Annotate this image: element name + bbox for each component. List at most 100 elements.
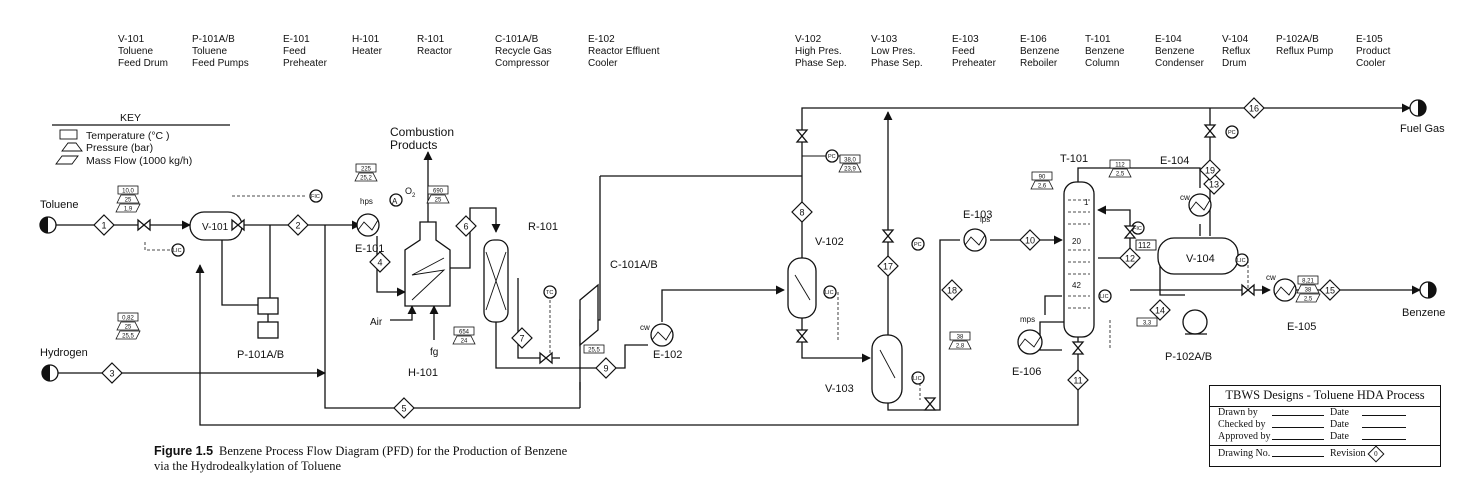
flag-shape: [452, 335, 476, 345]
stream-15-diamond: 15: [1319, 279, 1341, 301]
v102-hp-separator: V-102: [787, 236, 844, 319]
flag-value: 1,9: [124, 206, 133, 212]
flag-value: 25: [435, 197, 442, 203]
stream-1-diamond: 1: [93, 214, 115, 236]
header-line: Feed: [952, 46, 975, 57]
v102-label: V-102: [815, 236, 844, 248]
stream-3-diamond: 3: [101, 362, 123, 384]
checked-by-field: [1272, 419, 1324, 428]
flag-shape: [116, 321, 140, 331]
flag-value: 8,21: [1302, 278, 1314, 284]
v102-pressure-controller: PC: [825, 149, 839, 163]
recycle-compressor-line: [579, 176, 601, 390]
e103-label: E-103: [963, 209, 992, 221]
stream-11-diamond: 11: [1067, 369, 1089, 391]
diamond-shape: [93, 214, 115, 236]
mps-utility-label: mps: [1020, 315, 1035, 324]
stream-18-diamond: 18: [941, 279, 963, 301]
reboiler-return-line: [1044, 295, 1062, 315]
header-line: Feed Pumps: [192, 58, 249, 69]
header-line: Reactor Effluent: [588, 46, 660, 57]
analyzer-icon: [389, 193, 403, 207]
stream-2-diamond: 2: [287, 214, 309, 236]
flag-value: 23,9: [844, 166, 856, 172]
date-field: [1362, 407, 1406, 416]
header-line: Feed Drum: [118, 58, 168, 69]
diamond-shape: [791, 201, 813, 223]
drawn-by-label: Drawn by: [1218, 407, 1258, 418]
toluene-label: Toluene: [40, 199, 79, 211]
cw-utility-label: cw: [1266, 273, 1276, 282]
controller-label: LIC: [1100, 294, 1109, 300]
diamond-shape: [455, 215, 477, 237]
flag-value: 2,6: [1038, 183, 1047, 189]
v104-pressure-controller: PC: [1225, 125, 1239, 139]
header-tag: E-101: [283, 34, 310, 45]
stream-number: 11: [1073, 376, 1082, 386]
valves: [137, 124, 1255, 411]
tray-112-box: [1135, 239, 1157, 251]
diamond-shape: [1019, 229, 1041, 251]
flag-value: 3,3: [1143, 320, 1152, 326]
flag-shape: [1296, 284, 1320, 294]
stream-number: 13: [1209, 180, 1219, 190]
flag-value: 0,82: [122, 315, 134, 321]
diamond-shape: [393, 397, 415, 419]
lps-utility-label: lps: [980, 215, 990, 224]
flag-shape: [355, 163, 377, 173]
drawn-by-field: [1272, 407, 1324, 416]
o2-subscript: 2: [412, 193, 416, 199]
flag-shape: [117, 312, 139, 322]
exchanger-zigzag: [651, 329, 673, 341]
header-line: Reflux Pump: [1276, 46, 1334, 57]
reflux-valve-icon: [1123, 225, 1137, 239]
stream-number: 1: [101, 221, 106, 231]
h101-coil: [411, 257, 446, 301]
flag-shape: [354, 172, 378, 182]
v103-level-controller: LIC: [911, 371, 925, 385]
stream-number: 5: [401, 404, 406, 414]
flag-value: 38: [957, 334, 964, 340]
flag-shape: [1108, 168, 1132, 178]
approved-by-field: [1272, 431, 1324, 440]
stream-number: 17: [883, 262, 893, 272]
e103-exchanger-icon: [963, 228, 987, 252]
v104-vent-valve-icon: [1203, 124, 1217, 138]
e104-exchanger-icon: [1188, 193, 1212, 217]
date-label: Date: [1330, 419, 1349, 430]
flag-shape: [838, 163, 862, 173]
flag-shape: [949, 331, 971, 341]
stream-number: 14: [1155, 306, 1165, 316]
stream-14-diamond: 14: [1149, 299, 1171, 321]
v102-level-controller: LIC: [823, 285, 837, 299]
legend-key: KEY Temperature (°C ) Pressure (bar) Mas…: [52, 112, 230, 167]
stream-number: 19: [1205, 166, 1215, 176]
tray-112-label: 112: [1138, 241, 1151, 250]
benzene-terminal-fill: [1428, 282, 1436, 298]
e102-to-v102-line: [661, 285, 785, 322]
flag-value: 25,2: [360, 175, 372, 181]
e102-cooler: cw E-102: [640, 323, 682, 361]
p102-pump-icon: [1182, 309, 1208, 335]
control-signals: [144, 195, 1249, 400]
header-line: High Pres.: [795, 46, 842, 57]
e102-label: E-102: [653, 349, 682, 361]
header-tag: C-101A/B: [495, 34, 539, 45]
stream-number: 15: [1325, 286, 1335, 296]
condition-flags: 10,0251,922525,2690250,822525,56542425,5…: [115, 154, 1321, 354]
header-line: Benzene: [1155, 46, 1195, 57]
date-label: Date: [1330, 431, 1349, 442]
stream-5-diamond: 5: [393, 397, 415, 419]
h101-furnace-icon: [404, 221, 451, 307]
